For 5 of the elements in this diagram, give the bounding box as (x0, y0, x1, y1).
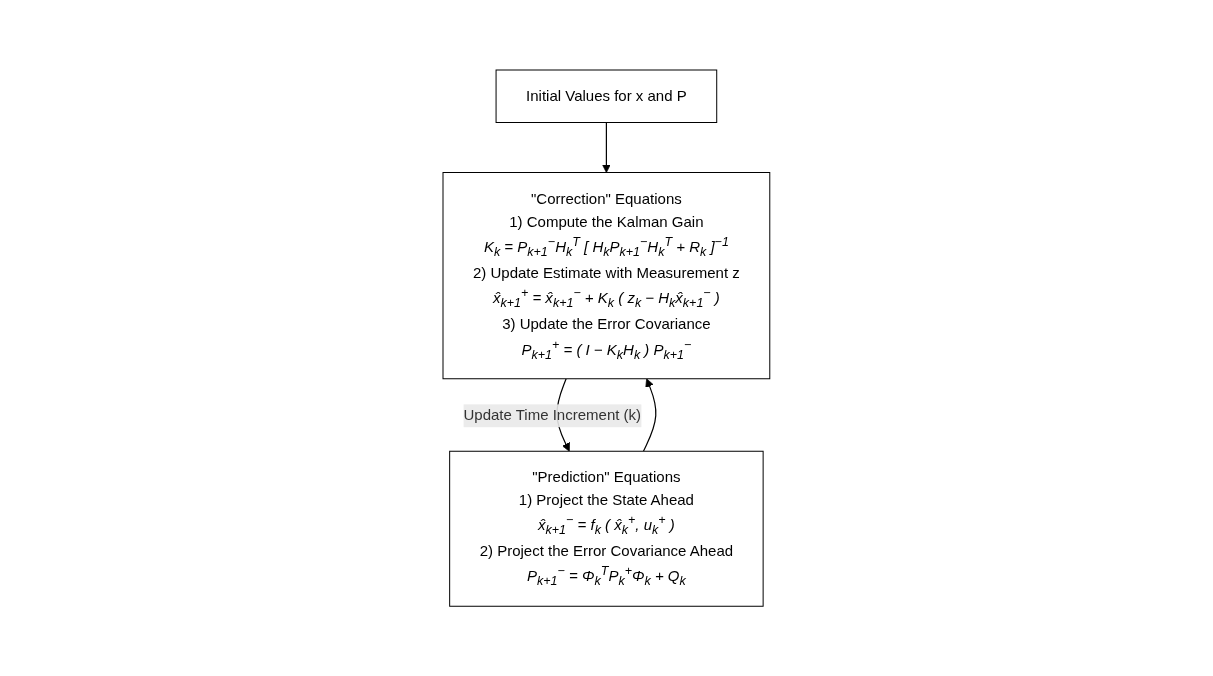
arrow (642, 378, 657, 452)
node-box: Initial Values for x and P (495, 69, 718, 123)
node-box: "Prediction" Equations 1) Project the State Ahead x̂$_{k+1}$$^{−}$ = f$_{k}$ ( x̂$_{k}$$^{+}$, u$_{k}$$^{+}$ ) 2) Project the Error Covariance Ahead P$_{k+1}$$^{−}$ = Φ$_{k}$$^{T}$P$_{k}$$^{+}$Φ$_{k}$ + Q$_{k}$ (449, 450, 764, 607)
arrow (602, 121, 611, 173)
edge-label: Update Time Increment (k) (463, 406, 642, 424)
